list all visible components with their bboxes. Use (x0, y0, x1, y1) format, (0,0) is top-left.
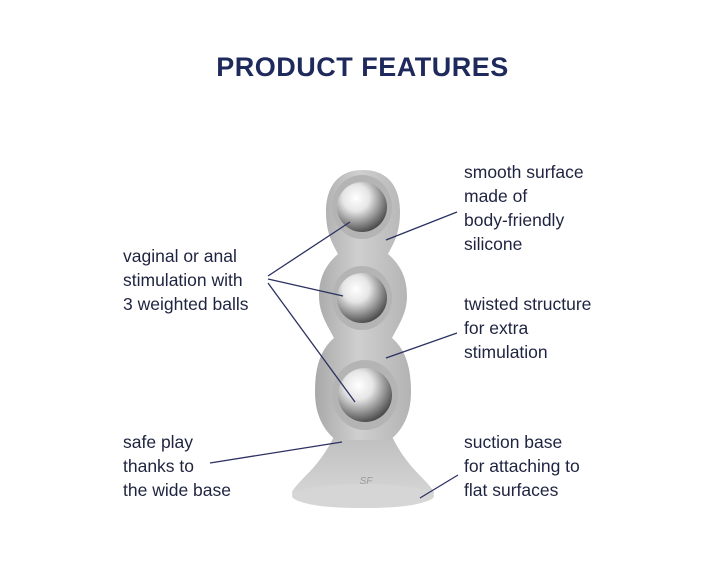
feature-twisted-structure: twisted structure for extra stimulation (464, 294, 592, 362)
feature-wide-base: safe play thanks to the wide base (123, 432, 231, 500)
callout-line-smooth (385, 211, 458, 241)
feature-smooth-surface: smooth surface made of body-friendly sil… (464, 162, 584, 254)
callout-line-wide-base (209, 441, 343, 464)
brand-logo: SF (360, 476, 374, 487)
callout-line-ball-1 (267, 221, 351, 277)
callout-line-ball-2 (267, 278, 344, 297)
feature-suction-base: suction base for attaching to flat surfa… (464, 432, 580, 500)
weighted-ball (338, 368, 392, 422)
suction-base-rim (292, 484, 434, 508)
callout-line-twisted (385, 332, 458, 359)
callout-line-ball-3 (267, 282, 356, 403)
weighted-ball (337, 182, 387, 232)
callout-line-suction (419, 474, 459, 499)
weighted-ball (337, 273, 387, 323)
feature-weighted-balls: vaginal or anal stimulation with 3 weigh… (123, 246, 249, 314)
page-title: PRODUCT FEATURES (216, 52, 509, 82)
